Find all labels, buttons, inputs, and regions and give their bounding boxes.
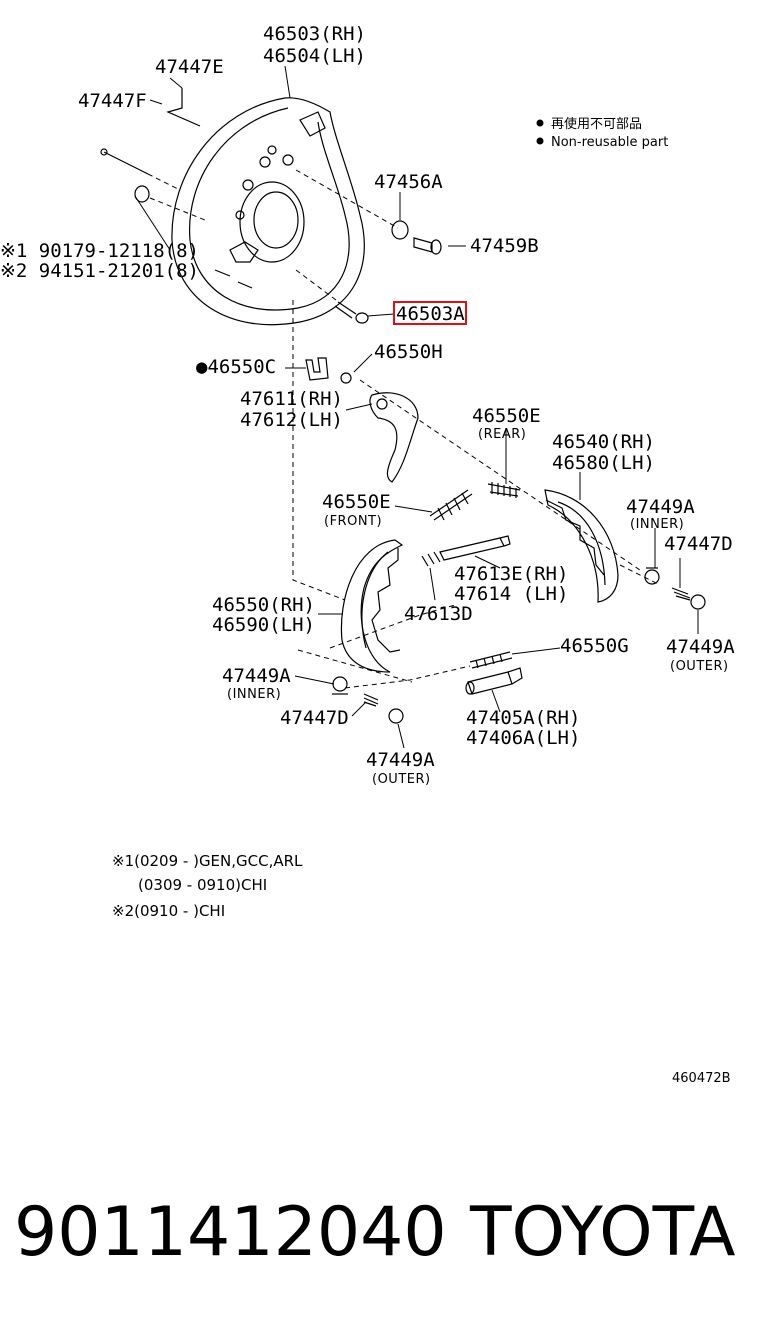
label-47456A[interactable]: 47456A — [374, 171, 443, 193]
holddown-inner-left — [332, 676, 348, 695]
label-shoe-front-lh[interactable]: 46590(LH) — [212, 614, 315, 636]
label-47447D-right[interactable]: 47447D — [664, 533, 733, 555]
spring-front — [429, 489, 473, 521]
note-1a: ※1(0209 - )GEN,GCC,ARL — [112, 852, 303, 870]
label-47449A-outer-left[interactable]: 47449A — [366, 749, 435, 771]
washer-bolt — [134, 185, 150, 203]
rear-shoe-drawing — [544, 489, 619, 603]
label-bolt-1[interactable]: ※1 90179-12118(8) — [0, 240, 199, 262]
label-47449A-inner-right[interactable]: 47449A — [626, 496, 695, 518]
backing-plate-drawing — [171, 97, 365, 326]
spring-47447D-left — [363, 693, 379, 707]
washer-47456A — [391, 220, 409, 240]
label-47459B[interactable]: 47459B — [470, 235, 539, 257]
label-strut-lh[interactable]: 47614 (LH) — [454, 583, 568, 605]
label-adjuster-rh[interactable]: 47405A(RH) — [466, 707, 580, 729]
label-rear: (REAR) — [478, 427, 526, 442]
highlight-box — [393, 301, 467, 325]
label-47447E[interactable]: 47447E — [155, 56, 224, 78]
legend: 再使用不可部品 Non-reusable part — [536, 116, 668, 150]
label-backing-plate-rh[interactable]: 46503(RH) — [263, 23, 366, 45]
spring-47447D-right — [671, 587, 691, 601]
legend-bullet-1 — [536, 119, 544, 127]
label-front: (FRONT) — [324, 514, 382, 529]
part-labels: 46503(RH) 46504(LH) 47447E 47447F 47456A… — [0, 23, 735, 787]
assembly-lines — [147, 169, 661, 689]
label-shoe-rear-rh[interactable]: 46540(RH) — [552, 431, 655, 453]
label-lever-lh[interactable]: 47612(LH) — [240, 409, 343, 431]
spring-rear — [487, 482, 521, 498]
legend-text-1: 再使用不可部品 — [551, 116, 642, 132]
adjuster-spring — [469, 651, 513, 669]
wire-47447E — [166, 88, 201, 127]
label-46550G[interactable]: 46550G — [560, 635, 629, 657]
label-backing-plate-lh[interactable]: 46504(LH) — [263, 45, 366, 67]
label-adjuster-lh[interactable]: 47406A(LH) — [466, 727, 580, 749]
label-strut-rh[interactable]: 47613E(RH) — [454, 563, 568, 585]
legend-bullet-2 — [536, 137, 544, 145]
cup-outer-right — [690, 594, 706, 610]
label-47449A-inner-left[interactable]: 47449A — [222, 665, 291, 687]
label-46550E-front[interactable]: 46550E — [322, 491, 391, 513]
holddown-inner-right — [644, 567, 660, 585]
lever-drawing — [369, 392, 419, 483]
bolt-47459B — [413, 237, 442, 255]
washer-46550H — [340, 372, 352, 384]
label-bolt-2[interactable]: ※2 94151-21201(8) — [0, 260, 199, 282]
bolt-46503A — [334, 301, 369, 324]
label-47447F[interactable]: 47447F — [78, 90, 147, 112]
part-number: 9011412040 — [14, 1193, 447, 1272]
leader-lines — [134, 65, 699, 749]
cup-outer-left — [388, 708, 404, 724]
front-shoe-drawing — [340, 539, 404, 673]
label-46503A[interactable]: 46503A — [396, 303, 465, 325]
label-inner-left: (INNER) — [227, 687, 281, 702]
label-46550E-rear[interactable]: 46550E — [472, 405, 541, 427]
label-lever-rh[interactable]: 47611(RH) — [240, 388, 343, 410]
label-inner-right: (INNER) — [630, 517, 684, 532]
clip-46550C — [305, 357, 329, 381]
label-47449A-outer-right[interactable]: 47449A — [666, 636, 735, 658]
label-shoe-rear-lh[interactable]: 46580(LH) — [552, 452, 655, 474]
label-46550C[interactable]: ●46550C — [196, 356, 276, 378]
label-outer-left: (OUTER) — [372, 772, 431, 787]
legend-text-2: Non-reusable part — [551, 135, 668, 150]
notes: ※1(0209 - )GEN,GCC,ARL (0309 - 0910)CHI … — [112, 852, 303, 920]
label-47447D-left[interactable]: 47447D — [280, 707, 349, 729]
label-outer-right: (OUTER) — [670, 659, 729, 674]
brand: TOYOTA — [469, 1193, 735, 1272]
label-46550H[interactable]: 46550H — [374, 341, 443, 363]
label-47613D[interactable]: 47613D — [404, 603, 473, 625]
pin-47447F — [100, 148, 149, 175]
note-2: ※2(0910 - )CHI — [112, 902, 225, 920]
strut-drawing — [421, 535, 511, 567]
label-shoe-front-rh[interactable]: 46550(RH) — [212, 594, 315, 616]
adjuster-drawing — [465, 667, 523, 695]
diagram-ref: 460472B — [672, 1071, 731, 1086]
note-1b: (0309 - 0910)CHI — [138, 876, 267, 894]
